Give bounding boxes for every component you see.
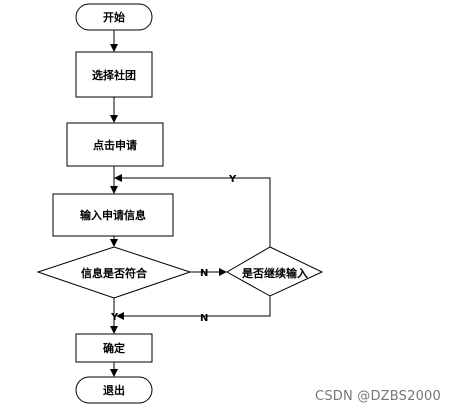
- click-apply-label: 点击申请: [93, 138, 137, 152]
- edge-label-y-match: Y: [110, 312, 119, 323]
- confirm-label: 确定: [103, 341, 125, 355]
- input-info-label: 输入申请信息: [80, 208, 146, 222]
- select-club-node: [75, 51, 153, 98]
- start-label: 开始: [103, 10, 125, 24]
- exit-label: 退出: [103, 383, 125, 397]
- confirm-node: [75, 333, 153, 363]
- edge-label-y-retry: Y: [228, 174, 237, 185]
- edge-label-n-match: N: [200, 268, 208, 279]
- select-club-label: 选择社团: [92, 68, 136, 82]
- watermark: CSDN @DZBS2000: [315, 389, 441, 404]
- edge-continue-no: [116, 296, 271, 320]
- continue-input-label: 是否继续输入: [241, 266, 308, 280]
- info-match-label: 信息是否符合: [81, 266, 148, 280]
- edge-label-n-exit: N: [200, 313, 208, 324]
- input-info-node: [52, 193, 174, 237]
- exit-node: [75, 376, 153, 404]
- edge-continue-yes: [114, 174, 271, 247]
- click-apply-node: [66, 122, 164, 167]
